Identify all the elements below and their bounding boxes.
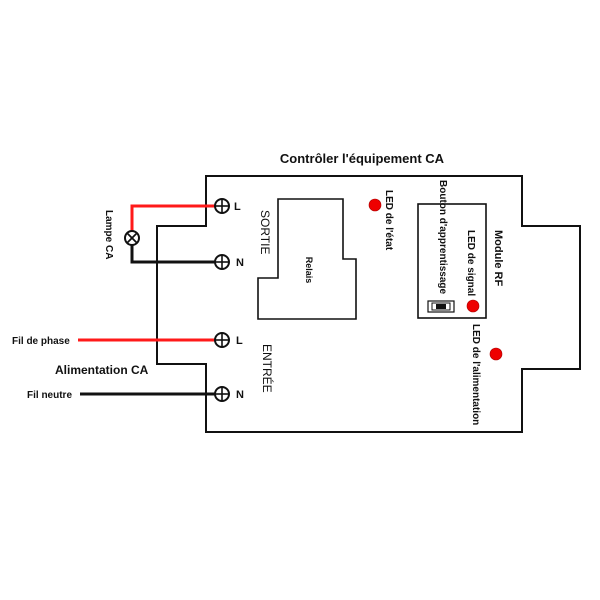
terminal-output-n-label: N [236, 257, 244, 269]
signal-led-label: LED de signal [465, 230, 476, 296]
signal-led-icon [466, 299, 480, 313]
terminal-output-l[interactable] [214, 198, 230, 214]
learn-button[interactable] [427, 300, 455, 313]
terminal-output-l-label: L [234, 201, 241, 213]
learn-button-label: Bouton d'apprentissage [437, 180, 448, 294]
terminal-output-n[interactable] [214, 254, 230, 270]
terminal-input-n-label: N [236, 389, 244, 401]
output-phase-wire [130, 204, 216, 232]
relay-label: Relais [304, 257, 314, 284]
lamp-icon [124, 230, 140, 246]
rf-module-box [417, 203, 487, 319]
phase-wire-label: Fil de phase [12, 336, 70, 347]
terminal-input-l-label: L [236, 335, 243, 347]
rf-module-label: Module RF [492, 230, 504, 286]
input-section-label: ENTRÉE [260, 344, 275, 393]
diagram-title: Contrôler l'équipement CA [280, 151, 445, 166]
terminal-input-n[interactable] [214, 386, 230, 402]
power-led-icon [489, 347, 503, 361]
output-section-label: SORTIE [258, 210, 272, 254]
terminal-input-l[interactable] [214, 332, 230, 348]
neutral-wire-label: Fil neutre [27, 390, 72, 401]
output-neutral-wire [130, 244, 216, 264]
status-led-icon [368, 198, 382, 212]
status-led-label: LED de l'état [383, 190, 394, 251]
power-led-label: LED de l'alimentation [470, 324, 481, 425]
controller-outline [156, 175, 581, 433]
lamp-label: Lampe CA [103, 210, 114, 259]
relay-block [257, 198, 357, 320]
supply-label: Alimentation CA [55, 363, 149, 377]
